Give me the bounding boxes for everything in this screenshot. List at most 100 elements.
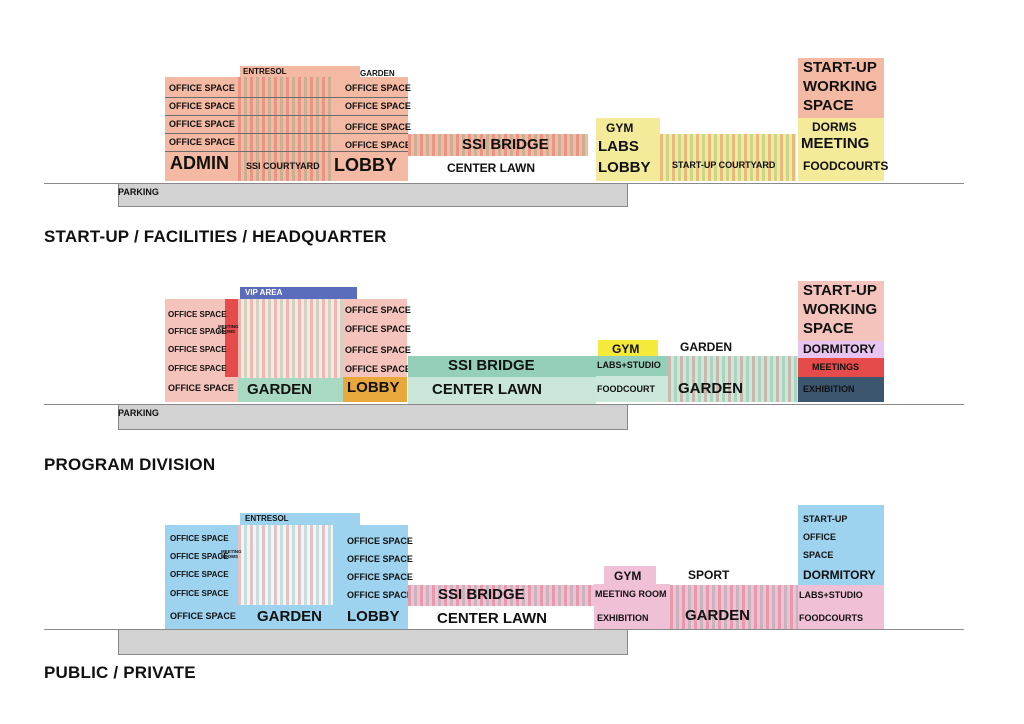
gym-block — [598, 340, 658, 356]
meeting-rooms-label: MEETING ROOMS — [221, 549, 242, 559]
center-lawn-label: CENTER LAWN — [447, 161, 535, 175]
garden-block — [668, 356, 798, 402]
office-space-label: OFFICE SPACE — [345, 305, 411, 315]
garden-left-label: GARDEN — [247, 381, 313, 398]
section-program-division: PARKING VIP AREA GARDEN OFFICE SPACE OFF… — [44, 281, 964, 474]
space-label: SPACE — [803, 550, 834, 560]
lobby-block — [343, 377, 407, 402]
office-space-label: OFFICE SPACE — [170, 589, 229, 598]
vip-area-label: VIP AREA — [245, 288, 283, 297]
office-label: OFFICE — [803, 532, 836, 542]
right-office-block — [333, 525, 408, 629]
office-space-label: OFFICE SPACE — [169, 119, 235, 129]
lobby2-label: LOBBY — [598, 159, 651, 176]
working-label: WORKING — [803, 301, 878, 318]
office-space-label: OFFICE SPACE — [345, 345, 411, 355]
foodcourts-label: FOODCOURTS — [803, 159, 889, 173]
office-space-label: OFFICE SPACE — [170, 552, 229, 561]
garden-block — [670, 585, 798, 629]
office-space-label: OFFICE SPACE — [169, 101, 235, 111]
entresol-block — [240, 513, 360, 525]
office-space-label: OFFICE SPACE — [168, 310, 227, 319]
office-space-label: OFFICE SPACE — [168, 383, 234, 393]
admin-label: ADMIN — [170, 153, 229, 173]
foodcourt-block — [596, 376, 668, 402]
garden-bottom-label: GARDEN — [678, 380, 744, 397]
hq-facade-strip — [238, 77, 333, 181]
center-lawn-label: CENTER LAWN — [432, 381, 542, 398]
startup-label: START-UP — [803, 282, 877, 299]
meetings-label: MEETINGS — [812, 362, 860, 372]
right-office-block — [343, 299, 407, 377]
lobby-label: LOBBY — [334, 155, 397, 175]
office-space-label: OFFICE SPACE — [345, 83, 411, 93]
atrium-block — [238, 525, 333, 605]
meeting-label: MEETING — [801, 135, 870, 152]
office-space-label: OFFICE SPACE — [168, 345, 227, 354]
foodcourts-label: FOODCOURTS — [799, 613, 863, 623]
office-space-label: OFFICE SPACE — [170, 611, 236, 621]
meeting-room-block — [594, 584, 670, 605]
office-space-label: OFFICE SPACE — [345, 101, 411, 111]
garden-label: GARDEN — [685, 607, 751, 624]
lobby-label: LOBBY — [347, 379, 400, 396]
exhibition-label: EXHIBITION — [803, 384, 855, 394]
exhibition-label: EXHIBITION — [597, 613, 649, 623]
section-heading: START-UP / FACILITIES / HEADQUARTER — [44, 227, 387, 246]
space-label: SPACE — [803, 97, 854, 114]
gym-block — [604, 566, 656, 584]
labs-studio-label: LABS+STUDIO — [597, 360, 661, 370]
office-wing — [165, 299, 225, 377]
parking-label: PARKING — [118, 408, 159, 418]
office-space-label: OFFICE SPACE — [345, 122, 411, 132]
startup-courtyard-block — [660, 134, 796, 181]
office-space-label: OFFICE SPACE — [345, 140, 411, 150]
ssi-bridge-label: SSI BRIDGE — [438, 586, 525, 603]
ssi-bridge-block — [408, 585, 596, 606]
office-space-label: OFFICE SPACE — [170, 570, 229, 579]
foodcourt-label: FOODCOURT — [597, 384, 655, 394]
office-space-label: OFFICE SPACE — [169, 137, 235, 147]
labs-studio-label: LABS+STUDIO — [799, 590, 863, 600]
garden-left-block — [238, 378, 343, 402]
floor-line — [165, 115, 408, 116]
ssi-courtyard-label: SSI COURTYARD — [246, 161, 320, 171]
floor-line — [165, 133, 408, 134]
parking-label: PARKING — [118, 187, 159, 197]
office-space-label: OFFICE SPACE — [170, 534, 229, 543]
section-startup-facilities-headquarter: PARKING ENTRESOL GARDEN OFFICE SPACE OFF… — [0, 0, 1024, 250]
office-space-label: OFFICE SPACE — [169, 83, 235, 93]
hq-left-building — [165, 77, 408, 181]
vip-area-block — [240, 287, 357, 299]
office-space-label: OFFICE SPACE — [345, 364, 411, 374]
meeting-rooms-strip — [225, 299, 238, 377]
dorms-label: DORMS — [812, 120, 857, 134]
center-lawn-label: CENTER LAWN — [437, 610, 547, 627]
gym-label: GYM — [606, 121, 634, 135]
meeting-rooms-label: MEETING ROOMS — [218, 324, 239, 334]
floor-line — [165, 151, 408, 152]
office-space-label: OFFICE SPACE — [347, 536, 413, 546]
entresol-block — [240, 66, 360, 77]
office-space-label: OFFICE SPACE — [347, 590, 413, 600]
section-heading: PUBLIC / PRIVATE — [44, 663, 196, 682]
facilities-block — [596, 118, 660, 181]
parking-base — [118, 629, 628, 655]
center-lawn-block — [408, 606, 596, 629]
labs-studio-block — [596, 356, 668, 376]
ssi-bridge-block — [408, 356, 596, 377]
center-lawn-block — [408, 156, 588, 183]
meetings-block — [798, 358, 884, 377]
office-space-label: OFFICE SPACE — [168, 327, 227, 336]
center-lawn-block — [408, 377, 596, 404]
gym-label: GYM — [612, 342, 640, 356]
office-space-label: OFFICE SPACE — [168, 364, 227, 373]
gym-label: GYM — [614, 569, 642, 583]
meeting-room-label: MEETING ROOM — [595, 589, 667, 599]
parking-base — [118, 183, 628, 207]
office-ground — [165, 377, 238, 402]
ssi-bridge-block — [408, 134, 588, 156]
space-label: SPACE — [803, 320, 854, 337]
working-label: WORKING — [803, 78, 878, 95]
office-space-label: OFFICE SPACE — [347, 572, 413, 582]
